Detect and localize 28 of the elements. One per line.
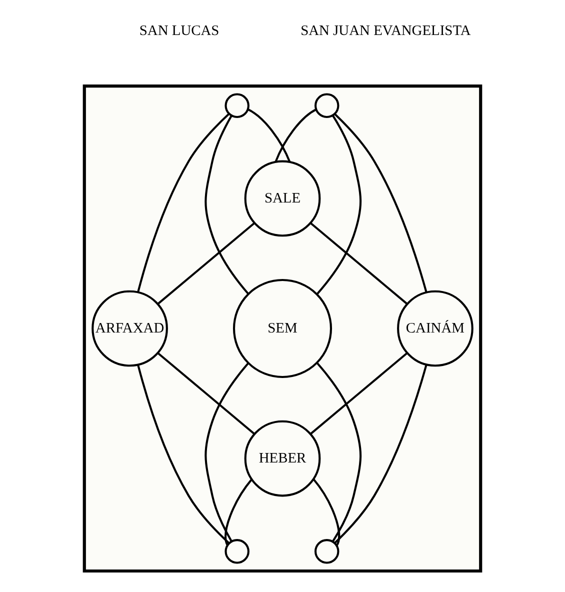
connector <box>204 362 249 542</box>
connector <box>312 478 340 546</box>
connector <box>274 108 317 162</box>
connector <box>310 222 408 305</box>
node-circle <box>224 539 250 564</box>
connector <box>137 364 230 544</box>
label: SAN JUAN EVANGELISTA <box>300 23 471 40</box>
connector <box>316 362 362 542</box>
connector <box>316 114 362 295</box>
node-circle: SEM <box>232 278 332 378</box>
connector <box>334 113 428 292</box>
node-circle <box>314 539 340 564</box>
node-circle: CAINÁM <box>397 290 474 367</box>
node-circle: HEBER <box>244 420 321 497</box>
connector <box>224 479 252 546</box>
connector <box>248 108 291 162</box>
connector <box>310 352 408 435</box>
connector <box>157 352 256 435</box>
connector <box>137 113 230 292</box>
node-circle: SALE <box>244 160 321 237</box>
connector <box>334 364 428 544</box>
node-circle <box>224 93 250 118</box>
connector <box>157 222 256 305</box>
cluster <box>82 84 482 573</box>
node-circle: ARFAXAD <box>92 290 168 367</box>
label: SAN LUCAS <box>139 23 220 40</box>
connector <box>204 115 249 294</box>
node-circle <box>314 93 340 118</box>
